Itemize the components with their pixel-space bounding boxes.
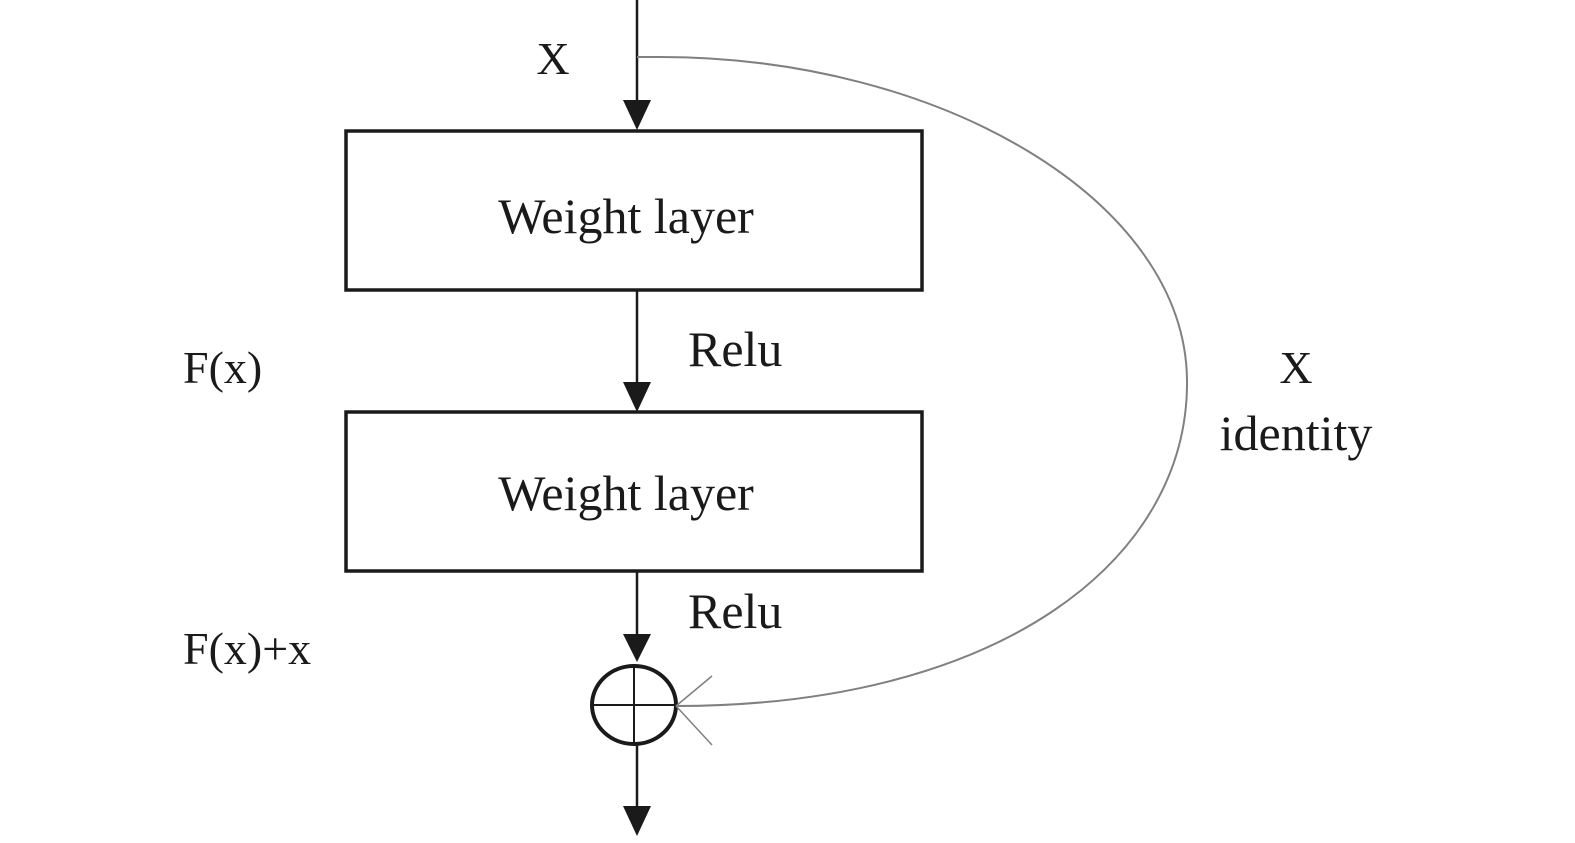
relu-arrowhead-2 [623, 634, 651, 662]
shortcut-arrowhead-lower [675, 705, 713, 746]
fx-plus-x-label: F(x)+x [183, 623, 311, 674]
weight-layer-label-1: Weight layer [498, 188, 754, 244]
relu-label-1: Relu [688, 321, 782, 377]
shortcut-name-label: identity [1220, 405, 1373, 461]
identity-shortcut-curve [637, 56, 1189, 707]
input-label: X [536, 33, 569, 84]
weight-layer-box-2 [344, 410, 924, 573]
relu-label-2: Relu [688, 583, 782, 639]
shortcut-arrowhead-upper [675, 675, 713, 707]
input-arrowhead [623, 100, 651, 130]
shortcut-var-label: X [1279, 342, 1312, 393]
fx-label: F(x) [183, 342, 262, 393]
weight-layer-label-2: Weight layer [498, 465, 754, 521]
output-arrowhead [623, 806, 651, 836]
relu-arrowhead-1 [623, 382, 651, 412]
weight-layer-box-1 [344, 129, 924, 292]
